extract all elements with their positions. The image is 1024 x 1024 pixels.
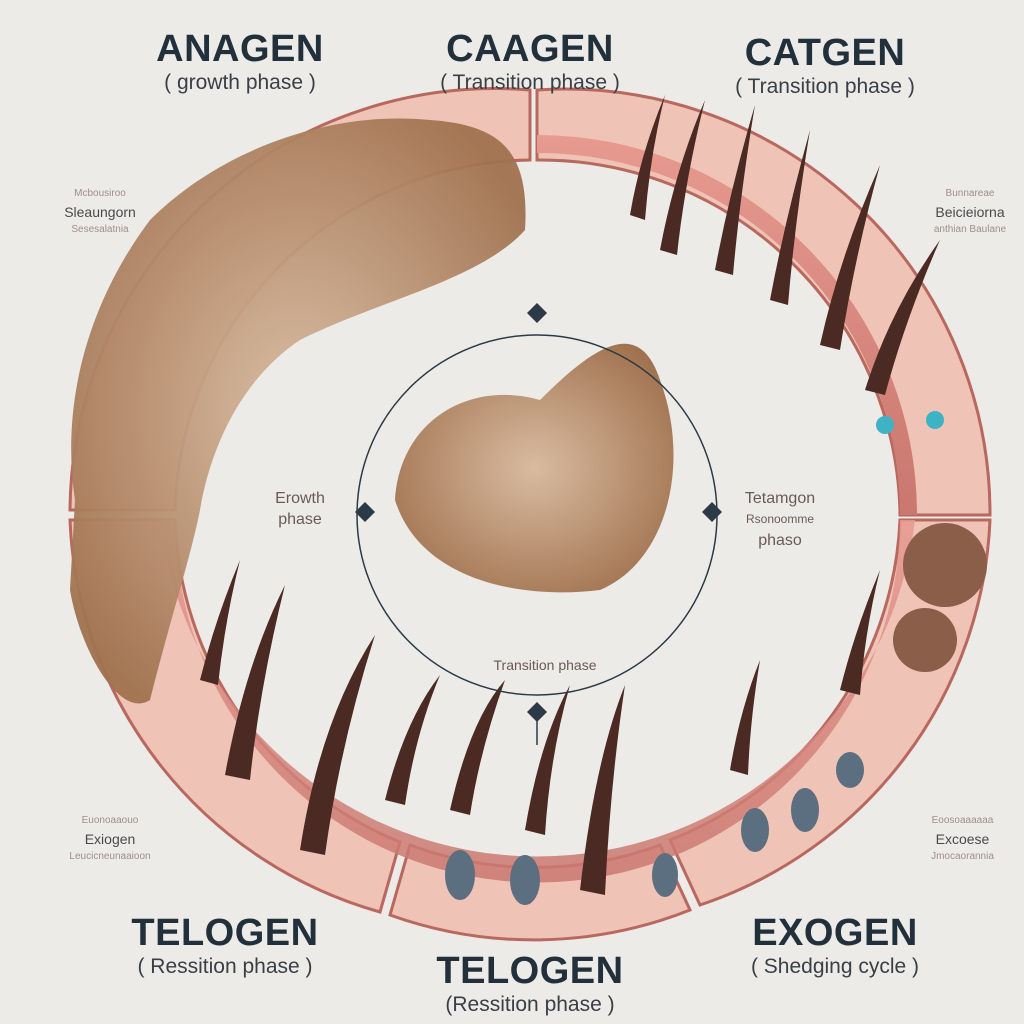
hair-follicles [200,95,940,895]
phase-telogen-center: TELOGEN (Ressition phase ) [410,950,650,1017]
side-note-right-bottom: Eoosoaaaaaa Excoese Jmocaorannia [905,812,1020,866]
phase-subtitle: ( Transition phase ) [735,75,915,98]
note-line: Bunnareae [945,188,995,199]
phase-title: TELOGEN [436,950,624,992]
label-line: phase [278,511,322,528]
phase-subtitle: ( Ressition phase ) [137,955,313,978]
phase-catgen: CATGEN ( Transition phase ) [705,32,945,99]
note-line: anthian Baulane [933,224,1007,235]
phase-exogen: EXOGEN ( Shedging cycle ) [720,912,950,979]
phase-telogen-left: TELOGEN ( Ressition phase ) [110,912,340,979]
phase-title: CAAGEN [446,28,614,70]
center-label-left: Erowth phase [250,488,350,530]
phase-anagen: ANAGEN ( growth phase ) [130,28,350,95]
phase-subtitle: ( growth phase ) [164,71,316,94]
label-line: Tetamgon [744,490,816,507]
side-note-left-top: Mcbousiroo Sleaungorn Sesesalatnia [30,185,170,239]
note-line: Sleaungorn [64,204,136,220]
note-line: Jmocaorannia [931,851,994,862]
note-line: Excoese [935,831,990,847]
side-note-right-top: Bunnareae Beicieiorna anthian Baulane [915,185,1024,239]
phase-caagen: CAAGEN ( Transition phase ) [410,28,650,95]
phase-subtitle: (Ressition phase ) [445,993,615,1016]
phase-title: TELOGEN [131,912,319,954]
note-line: Exiogen [84,831,136,847]
note-line: Sesesalatnia [71,224,129,235]
label-line: phaso [758,532,802,549]
side-note-left-bottom: Euonoaaouo Exiogen Leucicneunaaioon [40,812,180,866]
note-line: Beicieiorna [935,204,1005,220]
center-label-right: Tetamgon Rsonoomme phaso [725,488,835,551]
center-label-bottom: Transition phase [493,657,597,673]
note-line: Mcbousiroo [74,188,126,199]
phase-subtitle: ( Shedging cycle ) [750,955,920,978]
note-line: Euonoaaouo [81,815,139,826]
hair-mass [70,118,526,704]
diamond-markers [355,303,722,722]
phase-title: CATGEN [744,32,906,74]
phase-title: ANAGEN [156,28,324,70]
phase-subtitle: ( Transition phase ) [440,71,620,94]
label-line: Rsonoomme [745,512,815,526]
papilla-cells [445,411,987,905]
center-hair-swirl [395,343,674,593]
note-line: Eoosoaaaaaa [931,815,994,826]
phase-title: EXOGEN [752,912,918,954]
label-line: Erowth [275,490,325,507]
note-line: Leucicneunaaioon [69,851,151,862]
